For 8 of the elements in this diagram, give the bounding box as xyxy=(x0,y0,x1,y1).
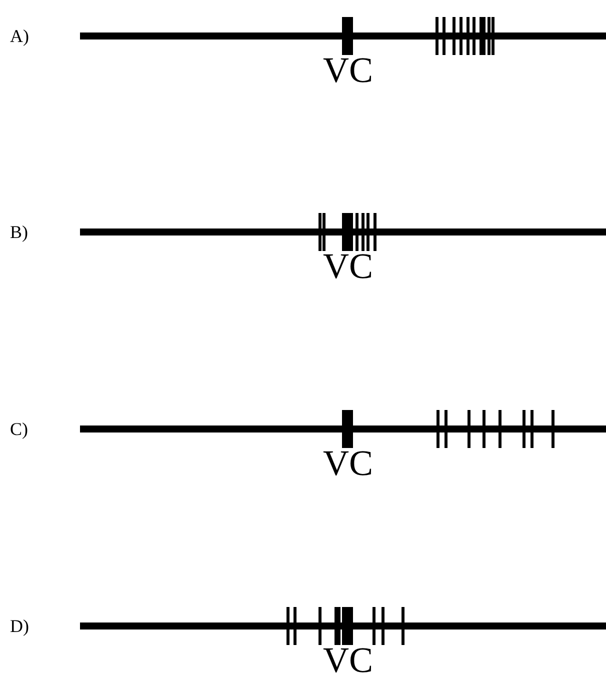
centromere-label: VC xyxy=(323,50,373,90)
row-label: A) xyxy=(10,26,29,46)
centromere-label: VC xyxy=(323,246,373,286)
row-label: B) xyxy=(10,222,28,242)
centromere-label: VC xyxy=(323,640,373,680)
centromere-label: VC xyxy=(323,443,373,483)
row-label: D) xyxy=(10,616,29,636)
row-label: C) xyxy=(10,419,28,439)
